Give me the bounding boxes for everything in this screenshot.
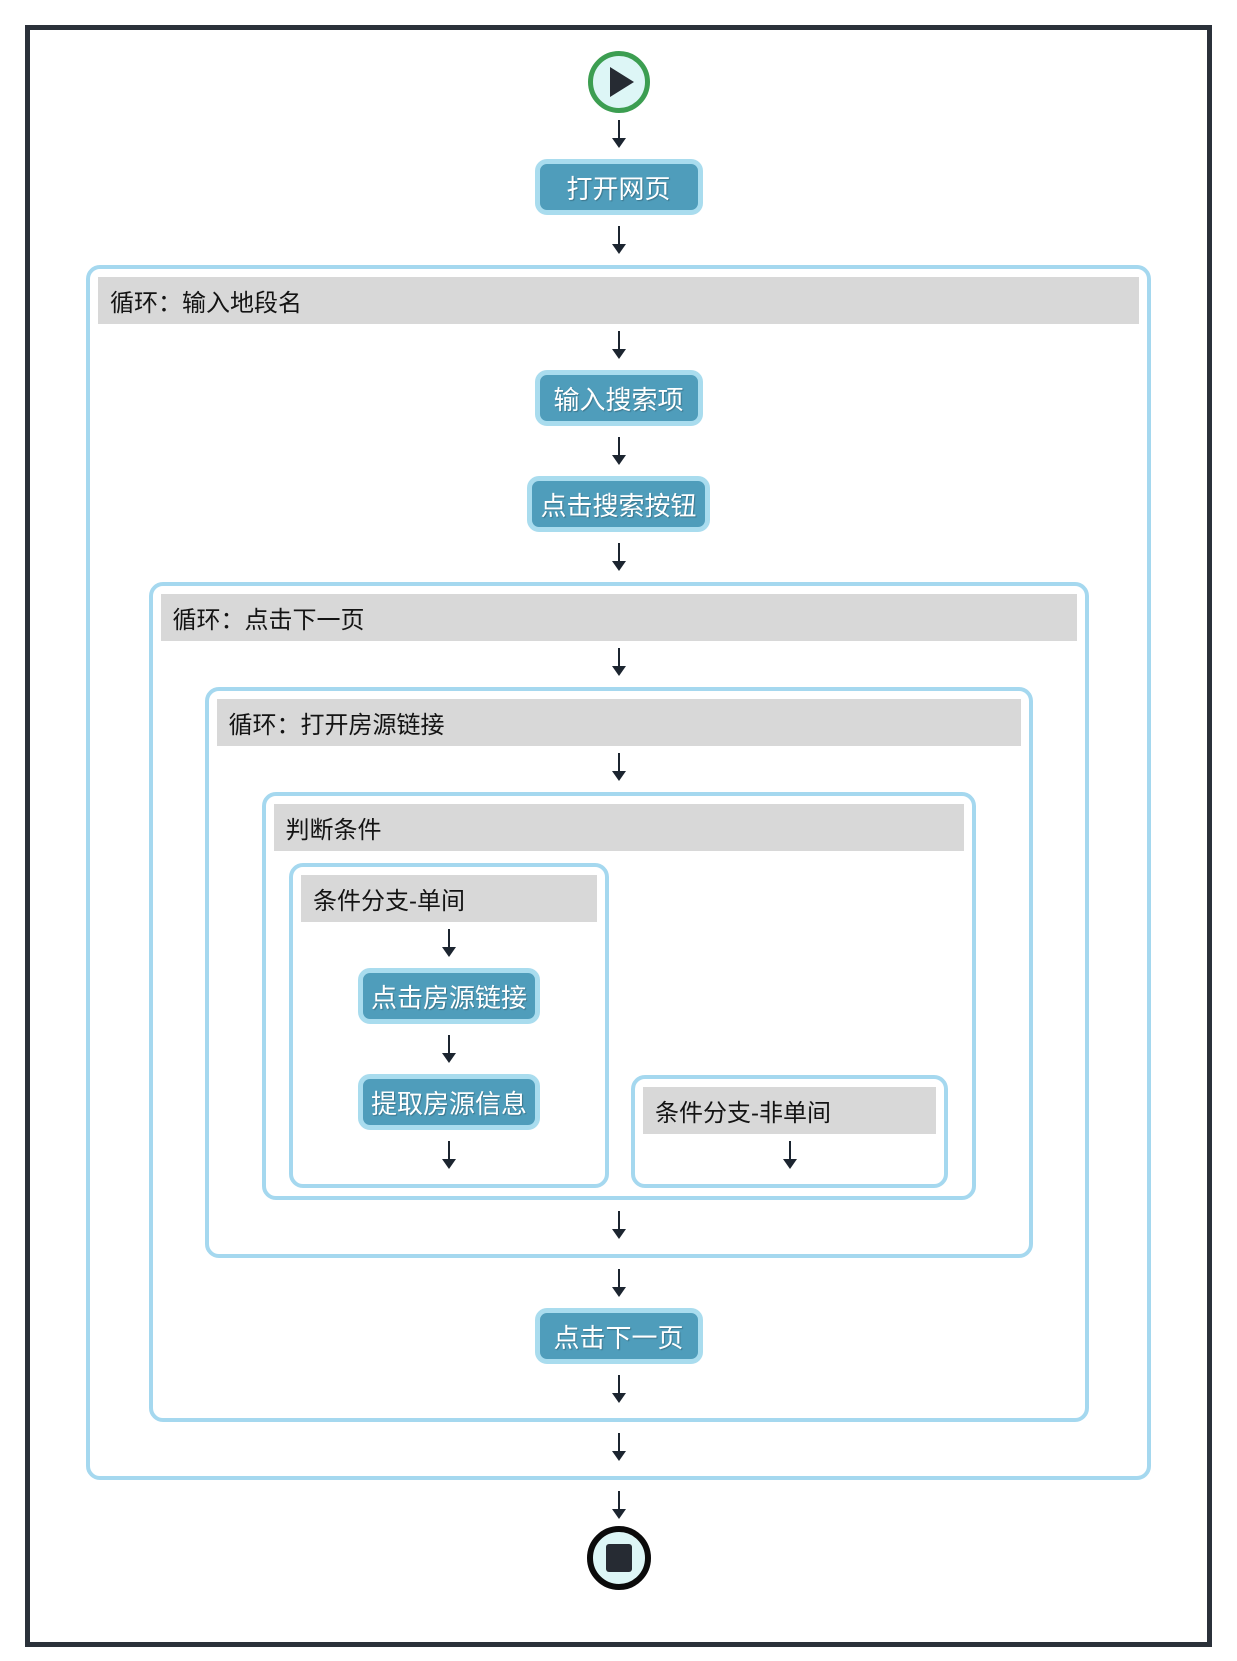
down-arrow-icon (610, 1433, 628, 1461)
step-click-listing[interactable]: 点击房源链接 (357, 968, 540, 1024)
loop-header-input-district[interactable]: 循环：输入地段名 (98, 277, 1139, 324)
step-extract-info[interactable]: 提取房源信息 (357, 1074, 540, 1130)
step-click-next-page[interactable]: 点击下一页 (534, 1308, 703, 1364)
loop-container-next-page: 循环：点击下一页 循环：打开房源链接 判断条件 (148, 582, 1089, 1422)
down-arrow-icon (610, 1211, 628, 1239)
start-node[interactable] (587, 51, 650, 113)
down-arrow-icon (610, 753, 628, 781)
stop-icon (605, 1544, 632, 1572)
loop-header-open-listing[interactable]: 循环：打开房源链接 (216, 699, 1021, 746)
down-arrow-icon (610, 437, 628, 465)
loop-container-open-listing: 循环：打开房源链接 判断条件 条件分支-单间 (204, 687, 1033, 1258)
down-arrow-icon (610, 331, 628, 359)
loop-header-next-page[interactable]: 循环：点击下一页 (160, 594, 1077, 641)
workflow-diagram: 打开网页 循环：输入地段名 输入搜索项 点击搜索按钮 循环：点击下一页 (30, 30, 1207, 1642)
branch-single-room: 条件分支-单间 点击房源链接 提取房源信息 (289, 863, 609, 1188)
branch-title: 条件分支-非单间 (655, 1100, 831, 1127)
step-open-webpage[interactable]: 打开网页 (534, 159, 703, 215)
play-icon (610, 67, 634, 97)
step-label: 点击下一页 (553, 1322, 684, 1353)
step-label: 点击房源链接 (370, 982, 527, 1013)
step-label: 提取房源信息 (370, 1088, 527, 1119)
down-arrow-icon (440, 1035, 458, 1063)
flow-canvas: 打开网页 循环：输入地段名 输入搜索项 点击搜索按钮 循环：点击下一页 (25, 25, 1212, 1647)
step-input-search[interactable]: 输入搜索项 (534, 370, 703, 426)
down-arrow-icon (610, 648, 628, 676)
down-arrow-icon (610, 1375, 628, 1403)
down-arrow-icon (610, 120, 628, 148)
step-label: 输入搜索项 (553, 384, 684, 415)
branch-title: 条件分支-单间 (313, 888, 465, 915)
down-arrow-icon (440, 1141, 458, 1169)
down-arrow-icon (440, 929, 458, 957)
condition-title: 判断条件 (285, 817, 382, 844)
down-arrow-icon (610, 226, 628, 254)
loop-title: 循环：点击下一页 (172, 607, 365, 634)
condition-header[interactable]: 判断条件 (273, 804, 964, 851)
down-arrow-icon (781, 1141, 799, 1169)
loop-title: 循环：输入地段名 (110, 290, 302, 317)
step-label: 打开网页 (566, 173, 671, 204)
loop-container-input-district: 循环：输入地段名 输入搜索项 点击搜索按钮 循环：点击下一页 循环：打开房源链接 (86, 265, 1151, 1480)
loop-title: 循环：打开房源链接 (228, 712, 445, 739)
down-arrow-icon (610, 543, 628, 571)
down-arrow-icon (610, 1491, 628, 1519)
branch-header-single-room[interactable]: 条件分支-单间 (301, 875, 597, 922)
condition-branches: 条件分支-单间 点击房源链接 提取房源信息 (289, 863, 948, 1188)
step-label: 点击搜索按钮 (540, 490, 697, 521)
condition-container: 判断条件 条件分支-单间 点击房源链接 (261, 792, 976, 1200)
step-click-search[interactable]: 点击搜索按钮 (527, 476, 710, 532)
branch-non-single-room: 条件分支-非单间 (631, 1075, 948, 1188)
end-node[interactable] (586, 1526, 651, 1590)
down-arrow-icon (610, 1269, 628, 1297)
branch-header-non-single-room[interactable]: 条件分支-非单间 (643, 1087, 936, 1134)
